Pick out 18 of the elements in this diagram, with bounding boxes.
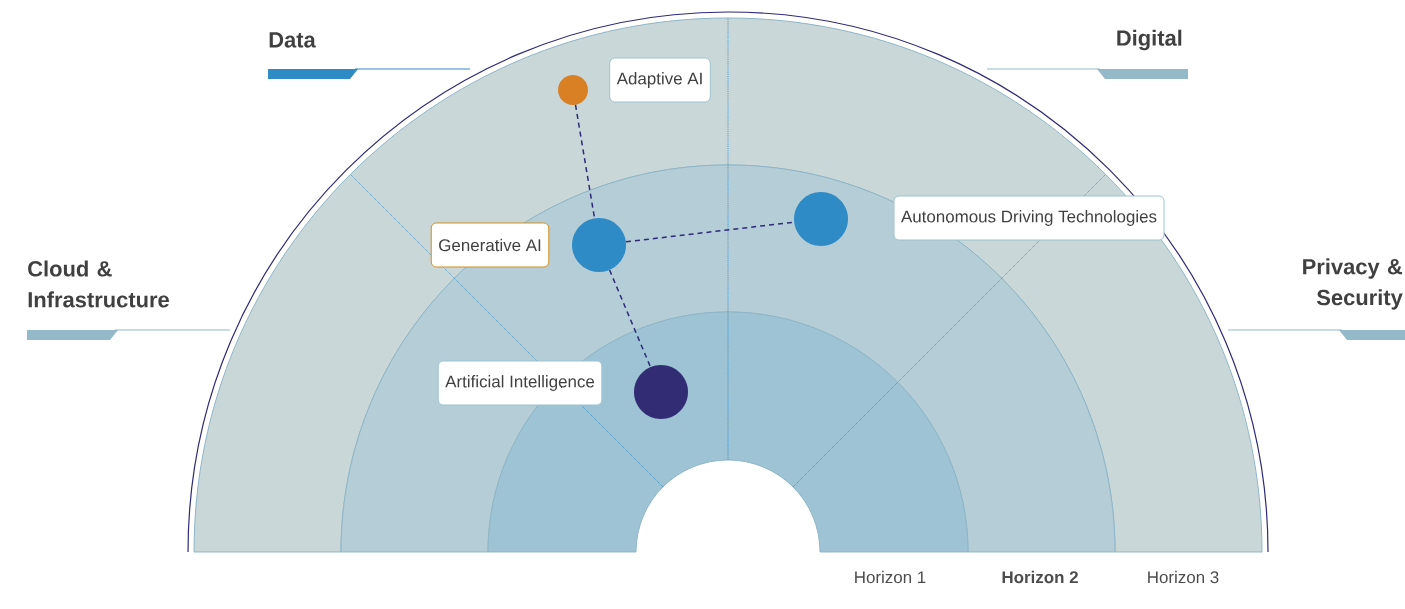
category-label: Data: [269, 32, 316, 48]
horizon-label: Horizon 3: [1148, 570, 1219, 584]
connector: [608, 269, 652, 368]
category-label: Privacy & Security: [1303, 258, 1403, 310]
label-box: Generative AI: [430, 222, 550, 268]
dot: [572, 218, 626, 272]
dot: [634, 365, 688, 419]
horizon-label: Horizon 2: [1002, 570, 1078, 584]
label-box: Adaptive AI: [609, 57, 711, 103]
label-box: Autonomous Driving Technologies: [893, 195, 1165, 241]
dot: [558, 75, 588, 105]
connector: [574, 104, 596, 219]
horizon-label: Horizon 1: [855, 570, 926, 584]
category-label: Cloud & Infrastructure: [28, 260, 169, 308]
connector: [625, 221, 795, 243]
label-box: Artificial Intelligence: [437, 360, 603, 406]
category-label: Digital: [1117, 29, 1182, 51]
dot: [794, 192, 848, 246]
